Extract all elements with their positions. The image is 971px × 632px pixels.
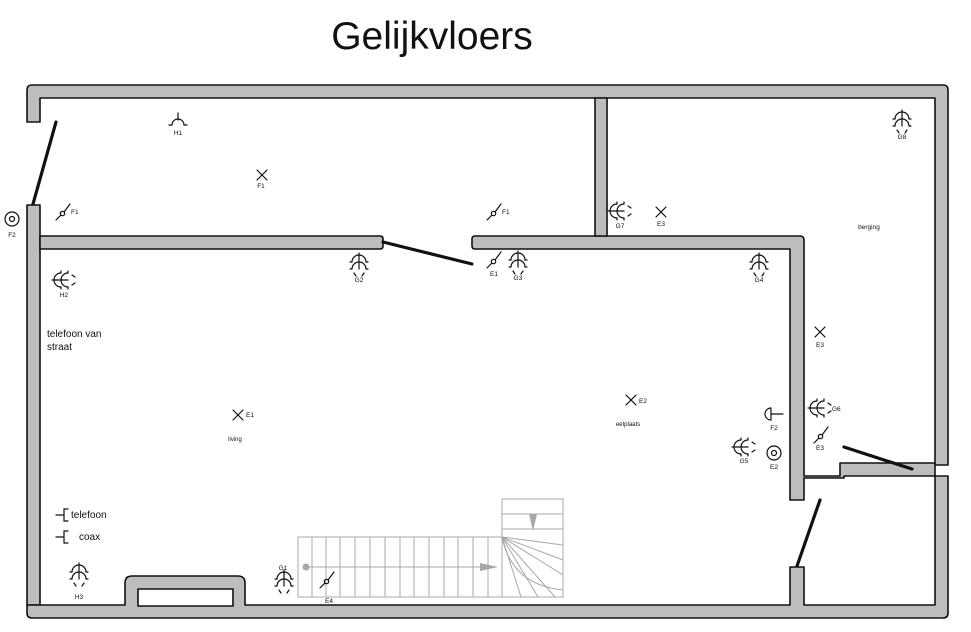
walls [26, 84, 949, 619]
inner-niche [137, 588, 234, 607]
cross-light-icon [256, 169, 268, 181]
label-e3-switch: E3 [816, 445, 824, 452]
outer-wall-top [26, 84, 949, 466]
label-e2-coax: E2 [770, 464, 778, 471]
label-g2: G2 [355, 277, 364, 284]
label-h1: H1 [174, 130, 183, 137]
cross-light-icon [655, 206, 667, 218]
room-living: living [228, 437, 242, 443]
door-berging [842, 445, 914, 471]
label-e2-light: E2 [639, 398, 647, 405]
double-socket-icon [51, 270, 76, 290]
switch-icon [486, 251, 502, 269]
coax-icon [4, 211, 20, 227]
note-telefoon-van-straat-2: straat [47, 342, 72, 353]
double-socket-icon [168, 112, 188, 126]
double-socket-icon [807, 398, 832, 418]
label-e3-light: E3 [816, 342, 824, 349]
label-e1-light: E1 [246, 412, 254, 419]
note-coax: coax [79, 532, 100, 543]
label-f2-phone: F2 [770, 425, 778, 432]
phone-outlet-icon [764, 407, 784, 421]
cross-light-icon [232, 409, 244, 421]
label-g1: G1 [279, 565, 288, 572]
outer-wall-bottom [26, 475, 949, 619]
cross-light-icon [625, 394, 637, 406]
label-g7: G7 [616, 223, 625, 230]
page-title: Gelijkvloers [331, 15, 533, 58]
double-socket-icon [892, 109, 912, 134]
label-f1-switch-right: F1 [502, 209, 510, 216]
outer-wall-left [26, 204, 41, 606]
switch-icon [486, 203, 502, 221]
double-socket-icon [731, 437, 756, 457]
label-g6: G6 [832, 406, 841, 413]
door-kitchen [795, 498, 822, 568]
double-socket-icon [349, 252, 369, 277]
label-e1-switch: E1 [490, 271, 498, 278]
wall-top-divider [594, 97, 608, 237]
label-f1-light: F1 [257, 183, 265, 190]
door-entrance [31, 120, 58, 206]
double-socket-icon [749, 252, 769, 277]
room-berging: berging [858, 224, 880, 231]
switch-icon [55, 203, 71, 221]
label-g8: G8 [898, 134, 907, 141]
note-telefoon: telefoon [71, 510, 107, 521]
double-socket-icon [274, 569, 294, 594]
label-g4: G4 [755, 277, 764, 284]
switch-icon [813, 426, 829, 444]
staircase [297, 498, 564, 598]
note-telefoon-van-straat-1: telefoon van [47, 329, 102, 340]
label-e3-top: E3 [657, 221, 665, 228]
double-socket-icon [69, 562, 89, 587]
cross-light-icon [814, 326, 826, 338]
phone-outlet-icon [55, 508, 69, 522]
room-eetplaats: eetplaats [616, 422, 640, 428]
wall-living-top-left [39, 235, 384, 250]
label-f1-switch-left: F1 [71, 209, 79, 216]
label-g3: G3 [514, 275, 523, 282]
switch-icon [319, 571, 335, 589]
label-f2-outside: F2 [8, 232, 16, 239]
coax-outlet-icon [55, 530, 69, 544]
double-socket-icon [508, 250, 528, 275]
label-g5: G5 [740, 458, 749, 465]
coax-icon [766, 445, 782, 461]
wall-living-top-right [471, 235, 936, 501]
label-h3: H3 [75, 594, 84, 601]
label-h2: H2 [60, 292, 69, 299]
double-socket-icon [607, 201, 632, 221]
door-hall [381, 240, 474, 266]
label-e4: E4 [325, 598, 333, 605]
